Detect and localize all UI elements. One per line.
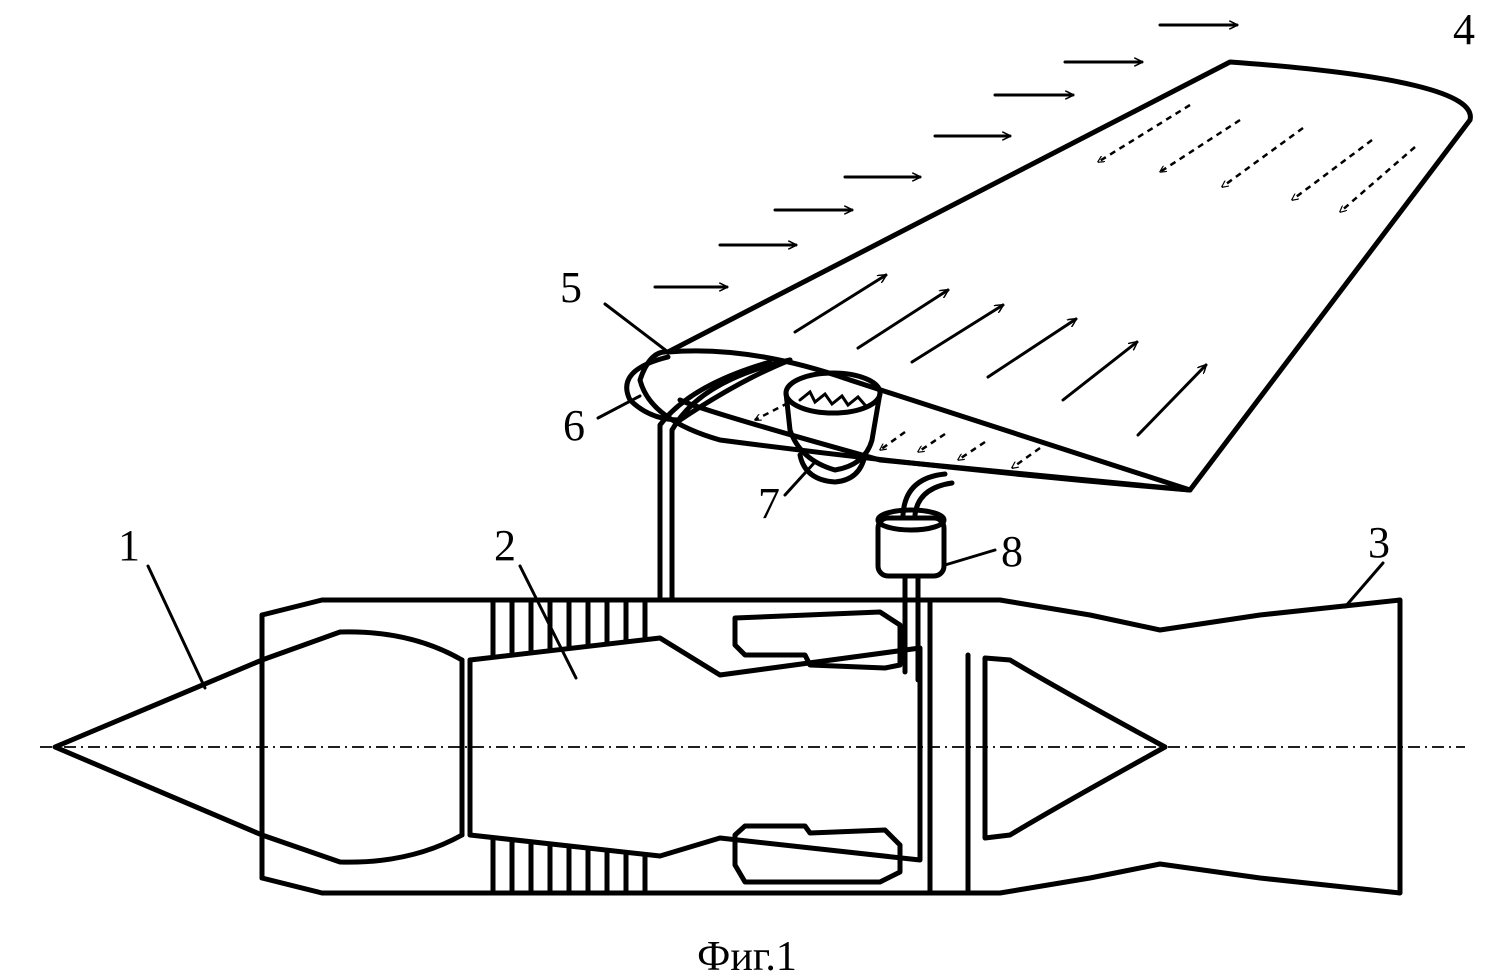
- label-5: 5: [560, 263, 582, 312]
- label-8: 8: [1001, 527, 1023, 576]
- air-duct-down-2: [657, 359, 773, 603]
- wing-root-section: [665, 348, 1193, 493]
- air-duct-down: [669, 357, 793, 603]
- turbine-blades-mark: [798, 389, 867, 408]
- exhaust-cone: [982, 655, 1168, 841]
- wing-surface-arrows: [793, 273, 1206, 437]
- core-body: [467, 635, 923, 863]
- engine: [52, 597, 1403, 896]
- wing-root-lower: [677, 397, 1193, 493]
- figure-caption: Фиг.1: [697, 934, 797, 980]
- label-1: 1: [118, 521, 140, 570]
- air-duct-loop: [624, 354, 793, 423]
- wing: [624, 59, 1473, 683]
- turbine-unit-cup: [797, 452, 868, 485]
- unit-8-pipe-up: [912, 480, 955, 518]
- unit-8-pipe-up-2: [900, 471, 948, 518]
- external-flow-arrows: [653, 25, 1239, 287]
- leader-lines: [146, 302, 1385, 690]
- label-7: 7: [758, 479, 780, 528]
- combustor-bottom: [732, 823, 903, 885]
- turbine-unit-top: [783, 370, 883, 416]
- label-6: 6: [563, 401, 585, 450]
- compressor-blades-bottom: [490, 837, 648, 896]
- combustor-top: [732, 609, 903, 671]
- label-2: 2: [494, 521, 516, 570]
- turbine-unit-body: [783, 390, 883, 473]
- compressor-blades-top: [490, 597, 648, 658]
- label-3: 3: [1368, 518, 1390, 567]
- dashed-flow-arrows: [755, 103, 1416, 468]
- unit-8-top: [875, 507, 947, 533]
- unit-8-box: [875, 515, 947, 579]
- label-4: 4: [1453, 5, 1475, 54]
